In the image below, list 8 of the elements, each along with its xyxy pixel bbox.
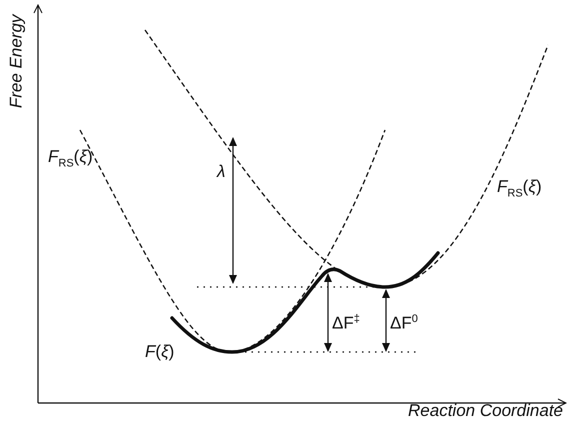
symbol-label: ΔF$^{0}$ (390, 313, 418, 334)
curve-label: F$_{RS}$(ξ) (48, 148, 93, 170)
symbol-label: ΔF$^{‡}$ (332, 313, 360, 334)
curve-label: F$_{RS}$(ξ) (497, 178, 542, 200)
axis-title: Reaction Coordinate (408, 402, 563, 421)
axis-title: Free Energy (7, 14, 26, 108)
symbol-label: λ (217, 163, 226, 182)
curve-label: F(ξ) (145, 343, 174, 362)
